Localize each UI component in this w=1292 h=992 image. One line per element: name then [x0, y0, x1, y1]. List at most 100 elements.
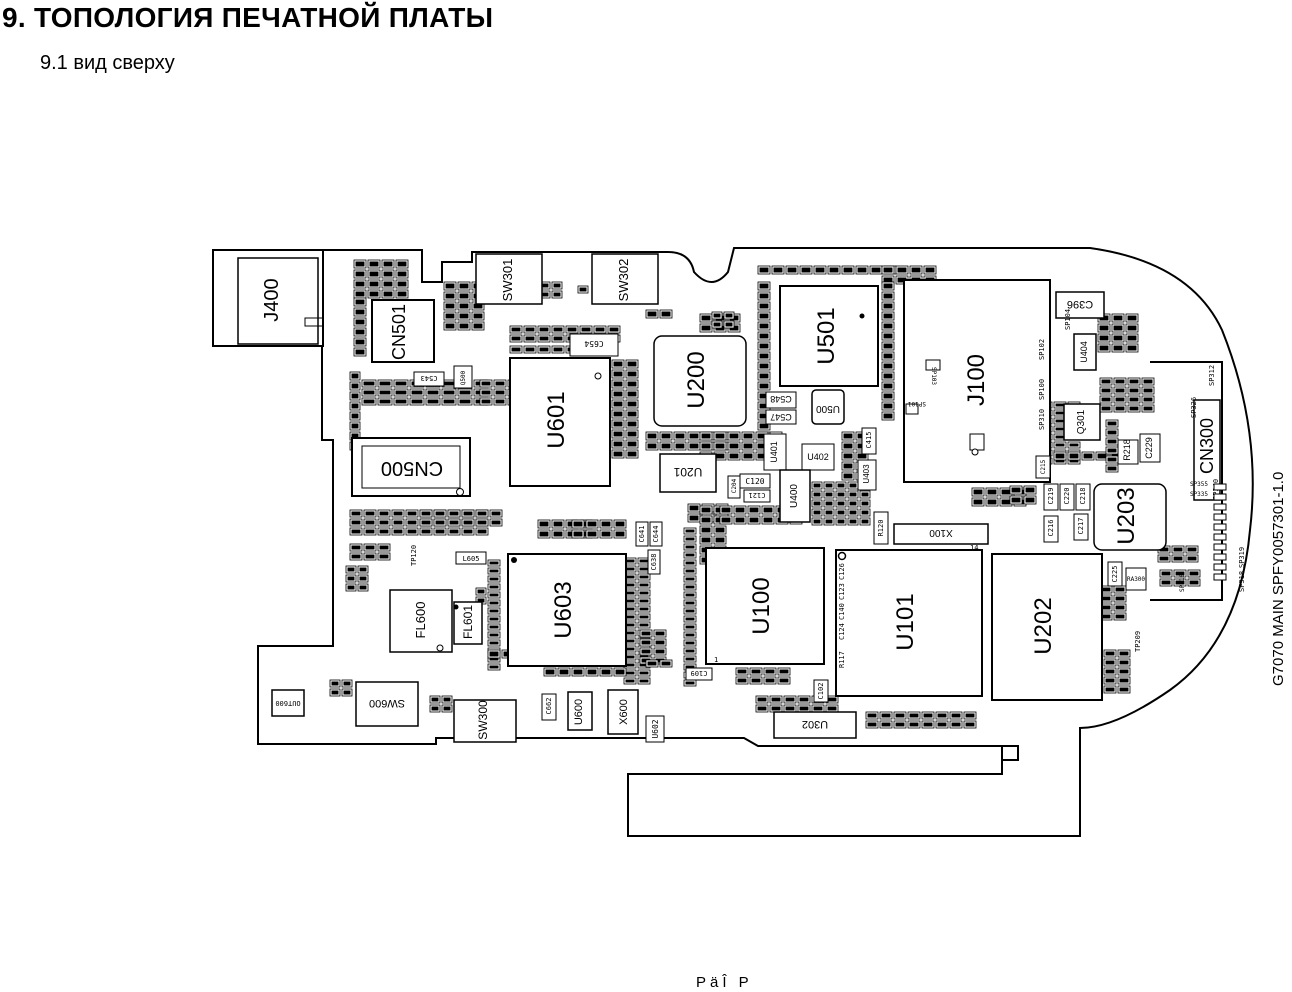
svg-text:U404: U404 — [1079, 341, 1089, 363]
svg-text:SW301: SW301 — [500, 259, 515, 302]
SW302-switch: SW302 — [591, 253, 659, 305]
C102-capacitor: C102 — [813, 679, 829, 703]
svg-text:C218: C218 — [1079, 488, 1087, 505]
svg-text:C109: C109 — [691, 669, 708, 677]
svg-text:C215: C215 — [1040, 459, 1047, 474]
svg-text:SP310: SP310 — [1038, 409, 1046, 430]
svg-text:FL600: FL600 — [413, 602, 428, 639]
svg-text:SW302: SW302 — [616, 259, 631, 302]
board-outline — [212, 247, 1254, 837]
U500-chip: U500 — [811, 389, 845, 425]
svg-text:CN500: CN500 — [381, 457, 443, 479]
svg-text:U100: U100 — [748, 577, 775, 634]
C121-capacitor: C121 — [743, 489, 771, 503]
svg-text:CN501: CN501 — [389, 304, 409, 360]
svg-text:U203: U203 — [1113, 487, 1140, 544]
svg-text:SW600: SW600 — [369, 697, 405, 709]
svg-text:U200: U200 — [683, 351, 710, 408]
svg-text:U600: U600 — [573, 699, 585, 725]
FL601-filter: FL601 — [453, 601, 483, 645]
svg-text:J400: J400 — [261, 278, 283, 321]
Q301-transistor: Q301 — [1063, 403, 1101, 441]
svg-text:C126: C126 — [838, 563, 846, 580]
svg-text:U401: U401 — [769, 441, 779, 463]
C638-capacitor: C638 — [647, 549, 661, 575]
C218-capacitor: C218 — [1075, 483, 1091, 511]
CN500-connector: CN500 — [351, 437, 471, 497]
svg-text:C641: C641 — [638, 526, 646, 543]
svg-text:L605: L605 — [463, 555, 480, 563]
svg-text:C654: C654 — [584, 339, 603, 348]
page-footer: PäÎ P — [696, 974, 753, 991]
svg-text:C121: C121 — [749, 491, 766, 499]
U101-chip: U101 — [835, 549, 983, 697]
svg-text:U403: U403 — [862, 464, 871, 484]
svg-text:C396: C396 — [1067, 298, 1093, 310]
board-side-marking: G7070 MAIN SPFY0057301-1.0 — [1270, 472, 1287, 686]
C225-capacitor: C225 — [1107, 561, 1123, 587]
svg-text:C225: C225 — [1111, 566, 1119, 583]
svg-text:R117: R117 — [838, 651, 846, 668]
U501-chip: U501 — [779, 285, 879, 387]
C547-capacitor: C547 — [765, 409, 797, 425]
sp316-label: SP316 — [1179, 574, 1186, 592]
svg-text:X100: X100 — [929, 527, 953, 538]
R218-resistor: R218 — [1117, 439, 1139, 465]
U302-chip: U302 — [773, 711, 857, 739]
svg-text:SP102: SP102 — [1038, 339, 1046, 360]
X100-crystal: X100 14 — [893, 523, 989, 552]
RA300-resistor-array: RA300 — [1125, 567, 1147, 591]
svg-text:C124: C124 — [838, 623, 846, 640]
C216-capacitor: C216 — [1043, 515, 1059, 543]
sp355-label: SP355 — [1190, 481, 1208, 488]
svg-text:C204: C204 — [731, 478, 738, 493]
U404-chip: U404 — [1073, 333, 1097, 371]
page-subtitle: 9.1 вид сверху — [40, 52, 175, 74]
svg-text:SP312: SP312 — [1208, 365, 1216, 386]
svg-text:SP103: SP103 — [930, 367, 937, 385]
U401-chip: U401 — [763, 433, 787, 471]
svg-text:C229: C229 — [1144, 437, 1154, 459]
sp319-label: SP319 — [1238, 547, 1246, 568]
svg-text:Q500: Q500 — [460, 370, 467, 385]
sp318-label: SP318 — [1238, 571, 1246, 592]
SW300-switch: SW300 — [453, 699, 517, 743]
svg-text:C120: C120 — [745, 477, 764, 486]
U200-chip: U200 — [653, 335, 747, 427]
U203-chip: U203 — [1093, 483, 1167, 551]
svg-text:OUT600: OUT600 — [275, 699, 300, 707]
U602-chip: U602 — [645, 715, 665, 743]
C109-capacitor: C109 — [685, 667, 713, 681]
svg-text:SP326: SP326 — [1190, 397, 1198, 418]
svg-text:C219: C219 — [1047, 488, 1055, 505]
C543-capacitor: C543 — [413, 371, 445, 387]
page-title: 9. ТОПОЛОГИЯ ПЕЧАТНОЙ ПЛАТЫ — [2, 2, 494, 33]
svg-text:C140: C140 — [838, 603, 846, 620]
svg-text:U400: U400 — [789, 484, 800, 508]
svg-text:C102: C102 — [817, 683, 825, 700]
sp-test-pads — [1213, 483, 1227, 581]
FL600-filter: FL600 — [389, 589, 453, 653]
svg-text:14: 14 — [970, 544, 978, 552]
U201-chip: U201 — [659, 453, 717, 493]
svg-text:U302: U302 — [802, 718, 828, 730]
svg-text:RA300: RA300 — [1127, 576, 1145, 583]
svg-text:C662: C662 — [545, 698, 553, 715]
U100-chip: U100 1 — [705, 547, 825, 665]
C204-capacitor: C204 — [727, 475, 741, 499]
Q500-transistor: Q500 — [453, 365, 473, 389]
svg-text:C217: C217 — [1077, 518, 1085, 535]
svg-text:U602: U602 — [651, 719, 660, 738]
svg-text:C638: C638 — [650, 554, 658, 571]
svg-text:CN300: CN300 — [1197, 418, 1217, 474]
C215-capacitor: C215 — [1035, 455, 1051, 479]
svg-text:R218: R218 — [1122, 439, 1132, 461]
svg-text:C216: C216 — [1047, 520, 1055, 537]
R120-resistor: R120 — [873, 511, 889, 545]
svg-text:X600: X600 — [618, 699, 630, 725]
C220-capacitor: C220 — [1059, 483, 1075, 511]
svg-text:Q301: Q301 — [1076, 409, 1087, 434]
J100-connector: J100 SP103 SP102 SP100 SP310 — [903, 279, 1051, 483]
